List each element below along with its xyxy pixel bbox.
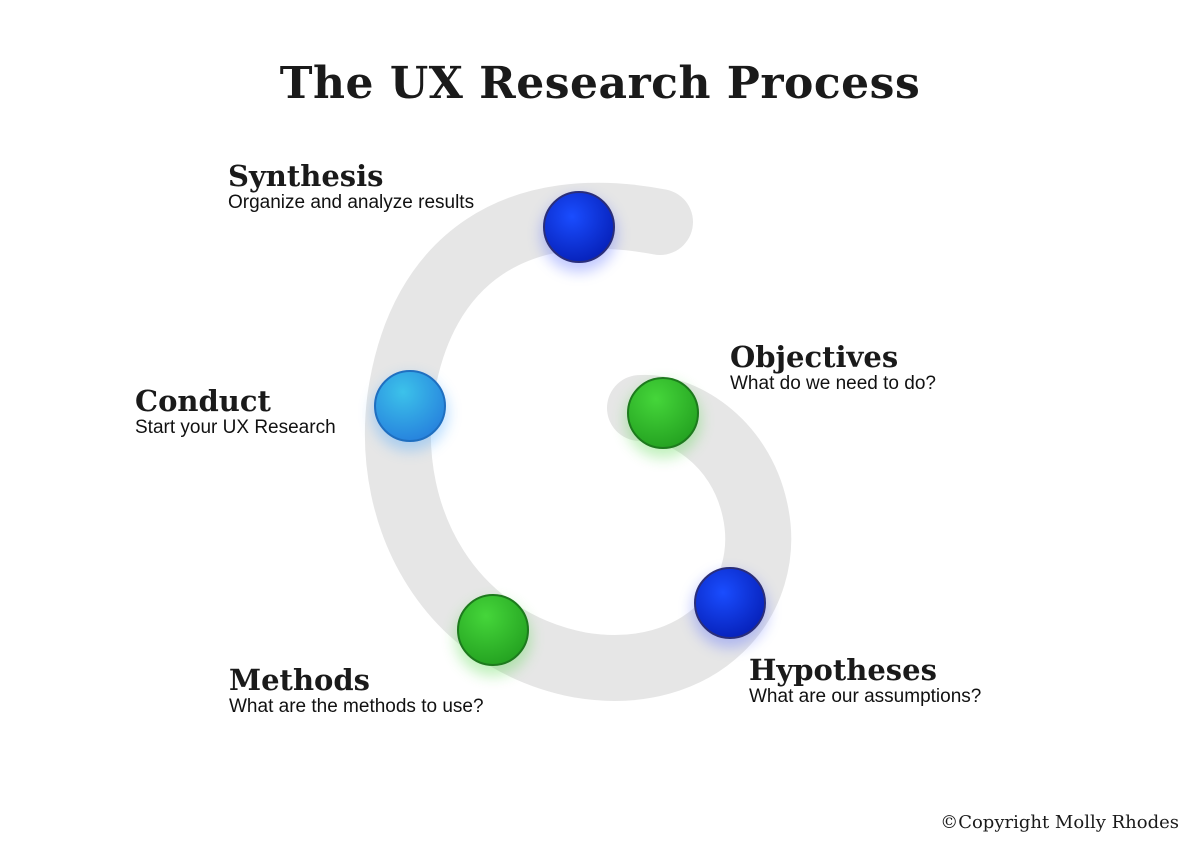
step-synthesis-description: Organize and analyze results xyxy=(228,192,475,213)
step-methods-title: Methods xyxy=(229,663,370,697)
hypotheses-node xyxy=(694,567,766,639)
step-conduct: Conduct Start your UX Research xyxy=(135,385,336,439)
conduct-node xyxy=(374,370,446,442)
step-methods-description: What are the methods to use? xyxy=(229,696,484,717)
diagram-title: The UX Research Process xyxy=(279,58,921,109)
step-objectives-title: Objectives xyxy=(730,340,899,374)
objectives-node xyxy=(627,377,699,449)
step-objectives-description: What do we need to do? xyxy=(730,373,936,394)
step-hypotheses: Hypotheses What are our assumptions? xyxy=(749,654,981,708)
step-objectives: Objectives What do we need to do? xyxy=(730,341,936,395)
step-synthesis-title: Synthesis xyxy=(228,159,384,193)
copyright-notice: ©Copyright Molly Rhodes xyxy=(940,812,1179,833)
methods-node xyxy=(457,594,529,666)
step-hypotheses-title: Hypotheses xyxy=(749,653,937,687)
step-hypotheses-description: What are our assumptions? xyxy=(749,686,982,707)
synthesis-node xyxy=(543,191,615,263)
step-conduct-title: Conduct xyxy=(135,384,271,418)
step-synthesis: Synthesis Organize and analyze results xyxy=(228,160,474,214)
step-methods: Methods What are the methods to use? xyxy=(229,664,484,718)
step-conduct-description: Start your UX Research xyxy=(135,417,336,438)
